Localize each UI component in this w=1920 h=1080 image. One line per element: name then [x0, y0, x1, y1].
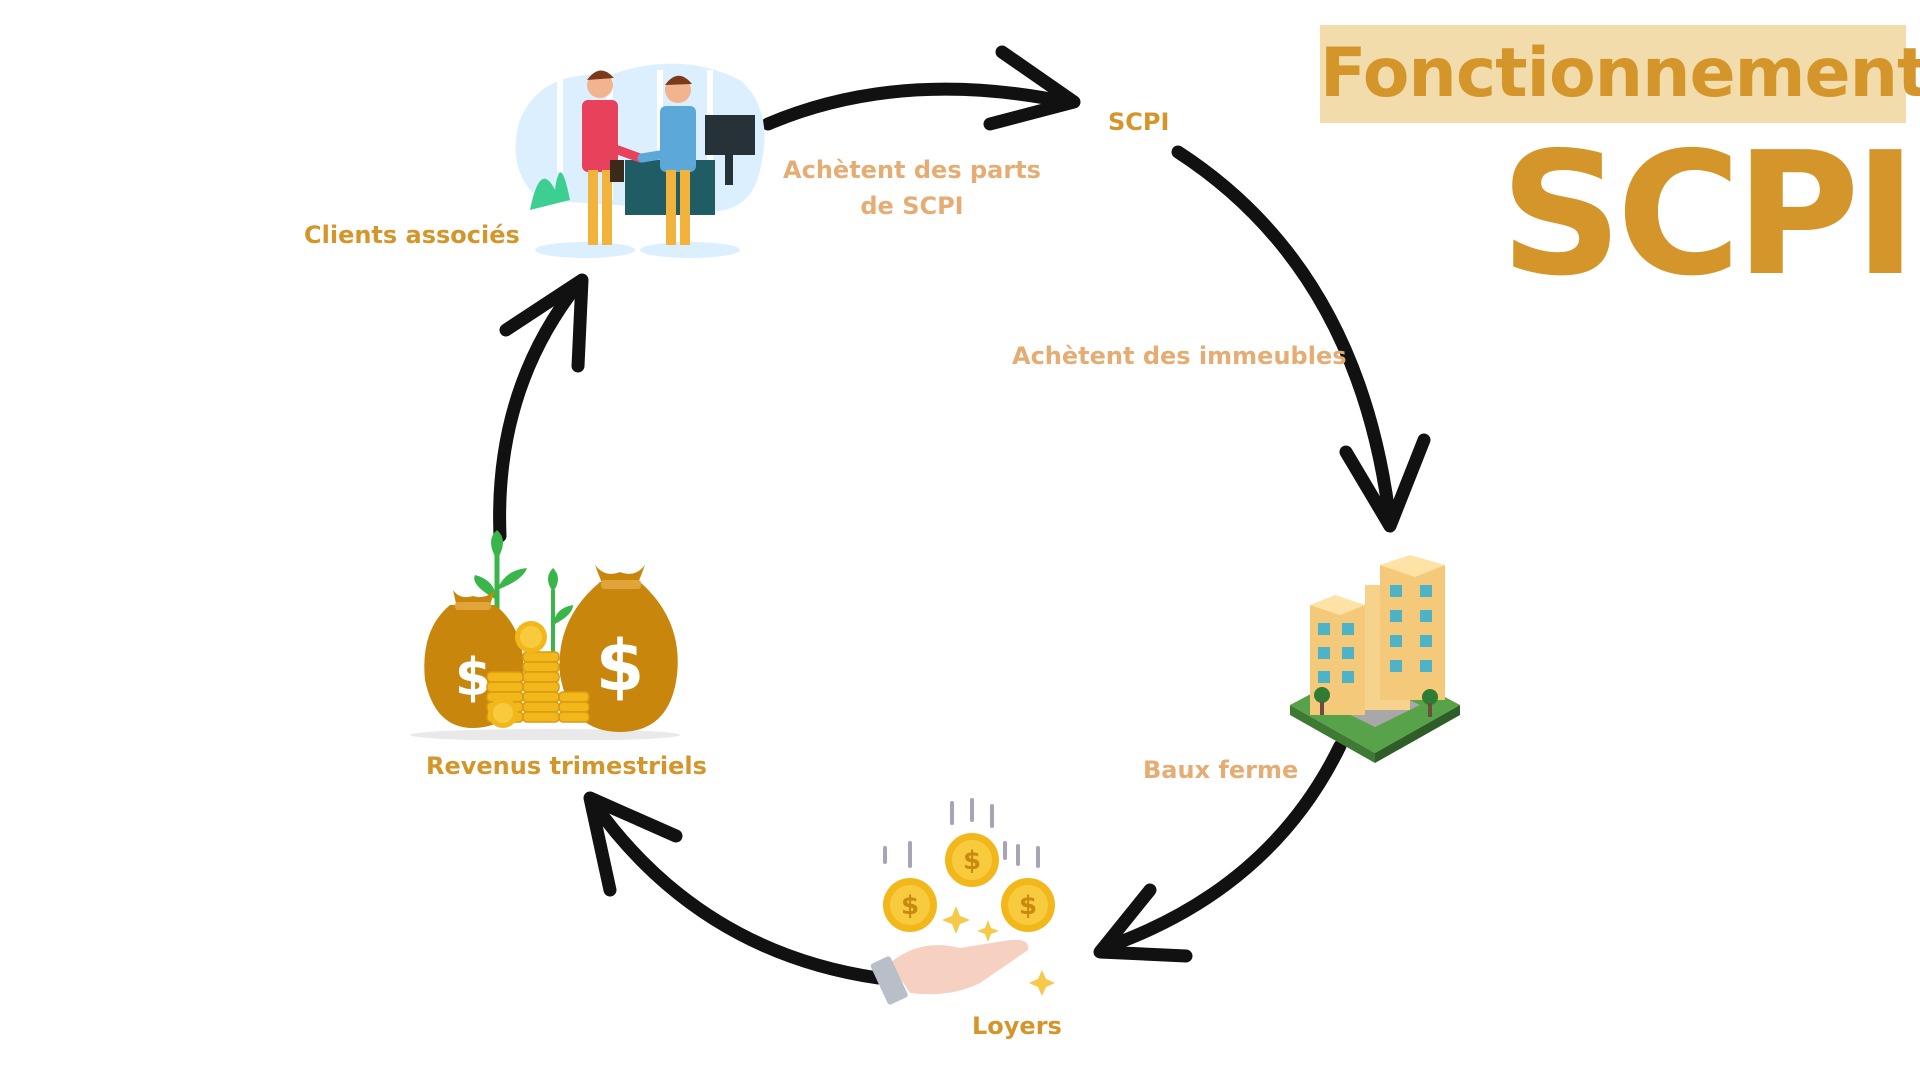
arrow-loyers-to-revenus: [587, 797, 885, 985]
title-line1: Fonctionnement: [1320, 34, 1920, 113]
arrowhead-clients: [499, 273, 589, 373]
svg-text:$: $: [963, 846, 981, 876]
svg-text:$: $: [901, 891, 919, 921]
edge-label-baux: Baux ferme: [1143, 756, 1299, 784]
edge-label-immeubles: Achètent des immeubles: [1012, 342, 1347, 370]
node-label-loyers: Loyers: [972, 1012, 1062, 1040]
arrow-clients-to-scpi: [761, 82, 1073, 131]
hand-receiving-coins-icon: $ $ $: [870, 798, 1055, 1005]
edge-label-parts-line2: de SCPI: [860, 192, 964, 220]
title-background: [1320, 25, 1906, 123]
money-bags-coins-icon: $ $: [410, 530, 680, 740]
arrow-building-to-loyers: [1097, 739, 1347, 955]
svg-text:$: $: [1019, 891, 1037, 921]
edge-label-parts: Achètent des parts de SCPI: [782, 152, 1042, 224]
node-label-revenus: Revenus trimestriels: [426, 752, 707, 780]
arrowhead-building: [1339, 433, 1431, 533]
arrow-revenus-to-clients: [493, 277, 585, 543]
handshake-people-icon: [515, 63, 765, 258]
apartment-building-icon: [1290, 555, 1460, 763]
arrowhead-revenus: [583, 791, 683, 897]
edge-label-parts-line1: Achètent des parts: [783, 156, 1041, 184]
arrowhead-scpi: [983, 45, 1081, 131]
arrowhead-loyers: [1093, 883, 1193, 963]
svg-text:$: $: [455, 648, 491, 708]
svg-text:$: $: [596, 625, 645, 707]
arrow-scpi-to-building: [1171, 145, 1397, 529]
node-label-clients: Clients associés: [304, 221, 520, 249]
title-line2: SCPI: [1500, 116, 1917, 314]
node-label-scpi: SCPI: [1108, 108, 1170, 136]
